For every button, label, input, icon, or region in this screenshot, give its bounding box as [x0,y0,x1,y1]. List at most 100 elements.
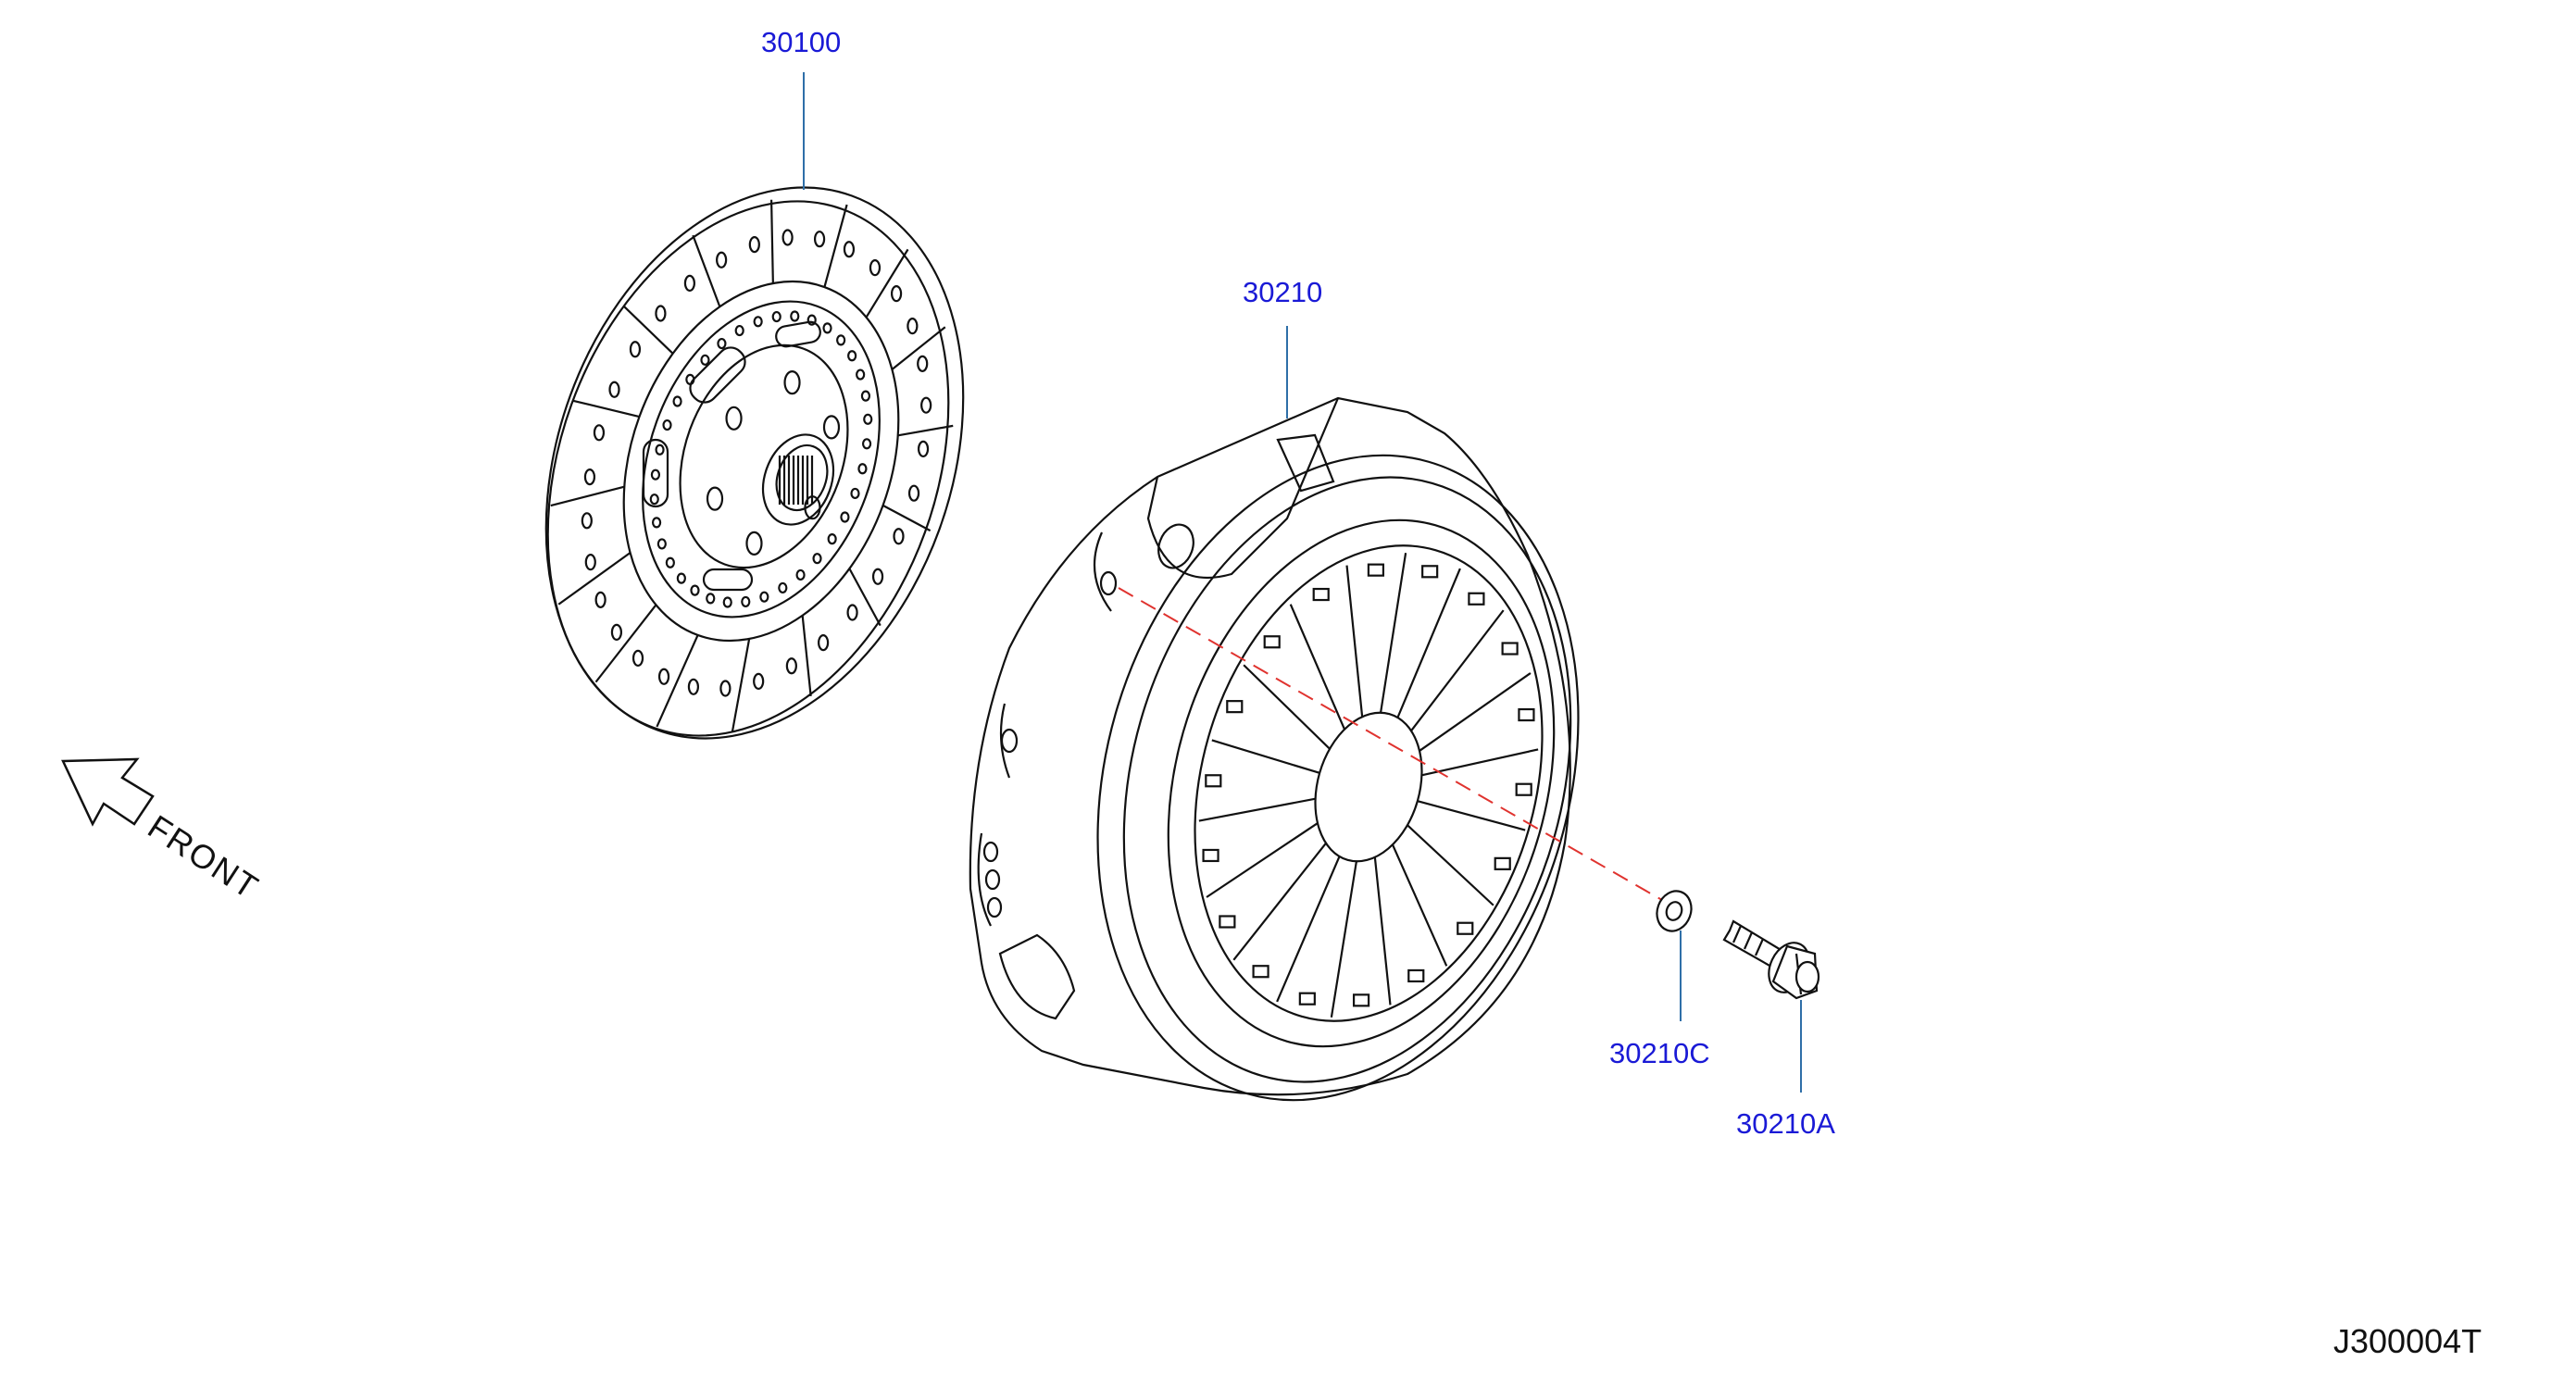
disc-rivet-hole [846,604,858,621]
disc-rivet-hole [629,341,642,358]
disc-segment-line [882,504,932,532]
disc-rivet-hole [782,229,794,246]
hub-rivet-hole [847,350,857,362]
spring-finger-tab [1407,968,1425,983]
disc-rivet-hole [583,468,596,486]
spring-finger-tab [1263,635,1281,649]
callout-30210c[interactable]: 30210C [1609,1037,1710,1069]
disc-segment-line [801,615,812,697]
spring-finger [1206,822,1319,898]
spring-finger [1373,856,1392,1006]
clutch-cover[interactable] [969,396,1651,1157]
washer[interactable] [1652,886,1697,936]
spring-finger-tab [1518,707,1535,722]
hub-rivet-hole [807,314,817,326]
spring-finger [1421,748,1539,777]
disc-segment-line [769,199,774,284]
hub-rivet-hole [672,395,682,407]
disc-rivet-hole [748,235,760,254]
disc-rivet-hole [893,528,905,545]
disc-segment-line [594,604,657,683]
disc-rivet-hole [917,440,930,457]
spring-finger [1232,843,1327,961]
spring-finger-tab [1501,642,1519,656]
disc-rivet-hole [719,680,732,697]
hub-rivet-hole [778,581,788,594]
spring-finger [1410,609,1505,731]
disc-segment-line [557,552,631,606]
disc-rivet-hole [581,512,593,530]
hub-rivet-hole [857,463,868,475]
hub-rivet-hole [690,584,700,596]
spring-finger-tab [1202,848,1219,863]
hub-rivet-hole [759,591,769,603]
hub-rivet-hole [827,533,837,545]
disc-rivet-hole [907,484,920,502]
disc-rivet-hole [871,568,884,585]
diagram-code: J300004T [2333,1322,2482,1360]
hub-bolt-hole [822,415,841,440]
bolt[interactable] [1722,919,1820,1000]
hub-rivet-hole [822,322,832,334]
hub-bolt-hole [745,531,763,556]
hub-rivet-hole [734,324,744,337]
disc-rivet-hole [785,657,797,675]
front-arrow-icon [61,757,155,827]
disc-rivet-hole [843,241,856,258]
spring-finger-tab [1352,993,1370,1007]
spring-finger [1379,553,1407,713]
hub-rivet-hole [836,334,846,346]
hub-rivet-hole [657,538,667,550]
spring-finger [1198,797,1316,822]
disc-rivet-hole [716,251,728,269]
spring-finger [1289,604,1346,731]
hub-rivet-hole [650,468,661,481]
disc-rivet-hole [920,396,932,414]
hub-rivet-hole [790,310,800,322]
hub-rivet-hole [741,595,751,608]
disc-rivet-hole [917,355,929,372]
hub-rivet-hole [662,418,672,431]
disc-rivet-hole [608,381,620,398]
spring-finger-tab [1367,563,1385,577]
disc-segment-line [823,204,848,288]
leader-lines [803,72,1802,1093]
spring-finger [1407,824,1494,906]
disc-rivet-hole [593,424,606,442]
hub-rivet-hole [753,316,763,328]
callout-30100[interactable]: 30100 [761,26,842,58]
spring-finger-tab [1312,587,1330,602]
callout-30210a[interactable]: 30210A [1736,1107,1835,1140]
disc-rivet-hole [907,318,919,335]
disc-rivet-hole [753,672,765,691]
hub-rivet-hole [840,511,850,523]
spring-finger [1276,856,1341,1003]
disc-rivet-hole [655,305,667,322]
hub-rivet-hole [856,368,866,381]
disc-segment-line [731,638,751,732]
hub-rivet-hole [706,593,716,605]
spring-finger-tab [1226,700,1244,714]
disc-segment-line [848,568,882,627]
disc-rivet-hole [610,623,623,641]
hub-bolt-hole [783,370,801,395]
spring-finger-tab [1252,965,1269,979]
hub-rivet-hole [771,310,782,323]
spring-finger [1211,739,1320,774]
disc-rivet-hole [813,231,826,248]
disc-segment-line [897,424,954,437]
spring-finger [1396,568,1461,718]
spring-finger-tab [1298,992,1316,1006]
clutch-disc[interactable] [473,129,1036,797]
disc-rivet-hole [687,678,700,695]
spring-finger-tab [1421,565,1439,579]
disc-rivet-hole [818,633,830,652]
spring-finger-tab [1457,921,1474,935]
spring-finger-tab [1494,856,1511,870]
disc-rivet-hole [890,285,903,303]
hub-rivet-hole [700,354,710,366]
alignment-line [1118,587,1668,904]
callout-30210[interactable]: 30210 [1243,276,1323,308]
hub-rivet-hole [795,568,806,581]
